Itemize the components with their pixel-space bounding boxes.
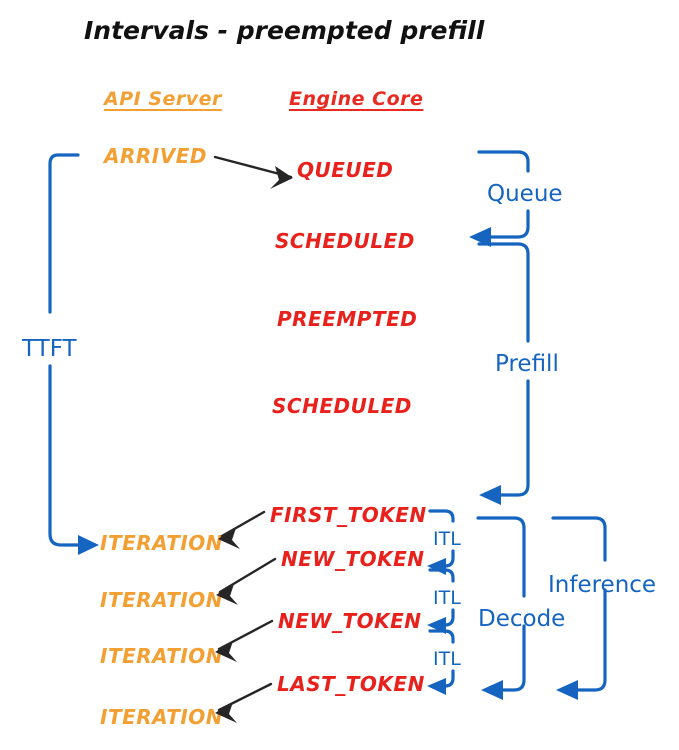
state-preempted: PREEMPTED <box>277 307 418 331</box>
arrow-new-token-to-iteration <box>216 557 277 605</box>
state-arrived: ARRIVED <box>104 144 207 168</box>
arrow-arrived-to-queued <box>213 155 293 189</box>
column-header-api-server: API Server <box>104 88 222 110</box>
interval-label-itl: ITL <box>433 587 461 609</box>
state-new-token: NEW_TOKEN <box>278 609 422 633</box>
state-iteration: ITERATION <box>100 705 224 729</box>
interval-label-queue: Queue <box>487 181 563 207</box>
state-scheduled: SCHEDULED <box>275 229 415 253</box>
state-scheduled: SCHEDULED <box>272 394 412 418</box>
state-first-token: FIRST_TOKEN <box>270 503 427 527</box>
arrow-first-token-to-iteration <box>218 510 266 549</box>
interval-label-decode: Decode <box>478 606 566 632</box>
interval-label-itl: ITL <box>433 648 461 670</box>
state-iteration: ITERATION <box>100 644 224 668</box>
interval-label-inference: Inference <box>548 572 657 598</box>
state-queued: QUEUED <box>297 158 394 182</box>
arrow-last-token-to-iteration <box>215 682 273 723</box>
interval-label-ttft: TTFT <box>22 336 77 362</box>
arrow-new-token-to-iteration <box>215 619 274 662</box>
interval-label-itl: ITL <box>433 528 461 550</box>
state-iteration: ITERATION <box>100 531 224 555</box>
state-iteration: ITERATION <box>100 588 224 612</box>
state-last-token: LAST_TOKEN <box>277 672 425 696</box>
interval-label-prefill: Prefill <box>495 351 559 377</box>
page-title: Intervals - preempted prefill <box>84 16 485 45</box>
state-new-token: NEW_TOKEN <box>281 547 425 571</box>
column-header-engine-core: Engine Core <box>289 88 424 110</box>
